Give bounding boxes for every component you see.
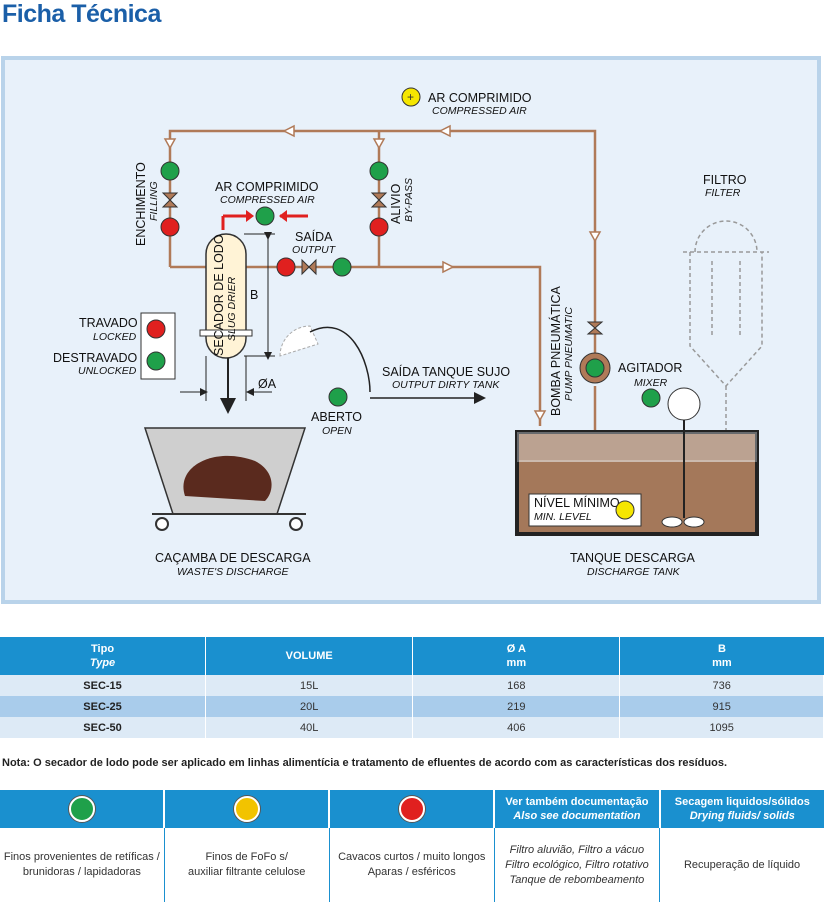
svg-text:SAÍDA: SAÍDA (295, 229, 333, 244)
svg-text:PUMP PNEUMATIC: PUMP PNEUMATIC (563, 307, 575, 401)
open-indicator (328, 387, 348, 407)
svg-text:NÍVEL MÍNIMO: NÍVEL MÍNIMO (534, 495, 620, 510)
mixer-motor (667, 387, 701, 421)
svg-text:FILTER: FILTER (705, 187, 741, 199)
svg-text:MIN. LEVEL: MIN. LEVEL (534, 511, 592, 523)
svg-text:OUTPUT DIRTY TANK: OUTPUT DIRTY TANK (392, 379, 500, 391)
header-red (329, 790, 496, 828)
svg-text:TRAVADO: TRAVADO (79, 316, 138, 330)
svg-text:TANQUE DESCARGA: TANQUE DESCARGA (570, 551, 695, 565)
svg-text:ENCHIMENTO: ENCHIMENTO (134, 162, 148, 246)
red-dot-icon (398, 796, 425, 822)
svg-text:SECADOR DE LODO: SECADOR DE LODO (212, 234, 226, 356)
svg-text:BOMBA PNEUMÁTICA: BOMBA PNEUMÁTICA (548, 285, 563, 416)
process-diagram: + AR COMPRIMIDO COMPRESSED AIR ENCHIMENT… (1, 56, 821, 604)
svg-text:WASTE'S DISCHARGE: WASTE'S DISCHARGE (177, 566, 289, 578)
header-volume: VOLUME (205, 637, 414, 675)
svg-text:OPEN: OPEN (322, 425, 352, 437)
svg-text:AGITADOR: AGITADOR (618, 361, 682, 375)
mixer-indicator (641, 388, 661, 408)
header-yellow (164, 790, 331, 828)
green-dot-icon (68, 796, 95, 822)
svg-text:COMPRESSED AIR: COMPRESSED AIR (432, 105, 527, 117)
filling-valve (160, 161, 180, 237)
compressed-air-indicator-top (401, 87, 421, 107)
svg-text:ALIVIO: ALIVIO (389, 183, 403, 224)
svg-text:ABERTO: ABERTO (311, 410, 362, 424)
page-title: Ficha Técnica (2, 0, 161, 28)
svg-text:+: + (407, 90, 414, 104)
output-valve-green (332, 257, 352, 277)
header-green (0, 790, 166, 828)
svg-text:SAÍDA TANQUE SUJO: SAÍDA TANQUE SUJO (382, 364, 510, 379)
yellow-dot-icon (233, 796, 260, 822)
svg-text:SLUG DRIER: SLUG DRIER (226, 276, 238, 341)
waste-discharge-bin (143, 427, 307, 531)
svg-text:B: B (250, 288, 258, 302)
table-row: SEC-15 15L 168 736 (0, 675, 824, 696)
table-row: SEC-25 20L 219 915 (0, 696, 824, 717)
bypass-valve (369, 161, 389, 237)
flow-arrows (163, 124, 602, 422)
application-note: Nota: O secador de lodo pode ser aplicad… (2, 757, 728, 769)
svg-text:FILTRO: FILTRO (703, 173, 747, 187)
svg-text:CAÇAMBA DE DESCARGA: CAÇAMBA DE DESCARGA (155, 551, 311, 565)
slug-dryer-vessel (205, 233, 247, 359)
svg-text:AR COMPRIMIDO: AR COMPRIMIDO (428, 91, 532, 105)
table-row: Finos provenientes de retíficas /brunido… (0, 828, 824, 902)
svg-text:DISCHARGE TANK: DISCHARGE TANK (587, 566, 681, 578)
svg-text:LOCKED: LOCKED (93, 331, 137, 343)
dryer-air-indicator (255, 206, 275, 226)
svg-text:COMPRESSED AIR: COMPRESSED AIR (220, 194, 315, 206)
svg-text:DESTRAVADO: DESTRAVADO (53, 351, 138, 365)
svg-text:UNLOCKED: UNLOCKED (78, 365, 137, 377)
svg-text:OUTPUT: OUTPUT (292, 244, 337, 256)
svg-text:ØA: ØA (258, 377, 277, 391)
table-row: SEC-50 40L 406 1095 (0, 717, 824, 738)
svg-text:FILLING: FILLING (148, 181, 160, 221)
svg-text:MIXER: MIXER (634, 377, 668, 389)
svg-text:BY-PASS: BY-PASS (403, 178, 415, 222)
output-valve-red (276, 257, 296, 277)
svg-text:AR COMPRIMIDO: AR COMPRIMIDO (215, 180, 319, 194)
